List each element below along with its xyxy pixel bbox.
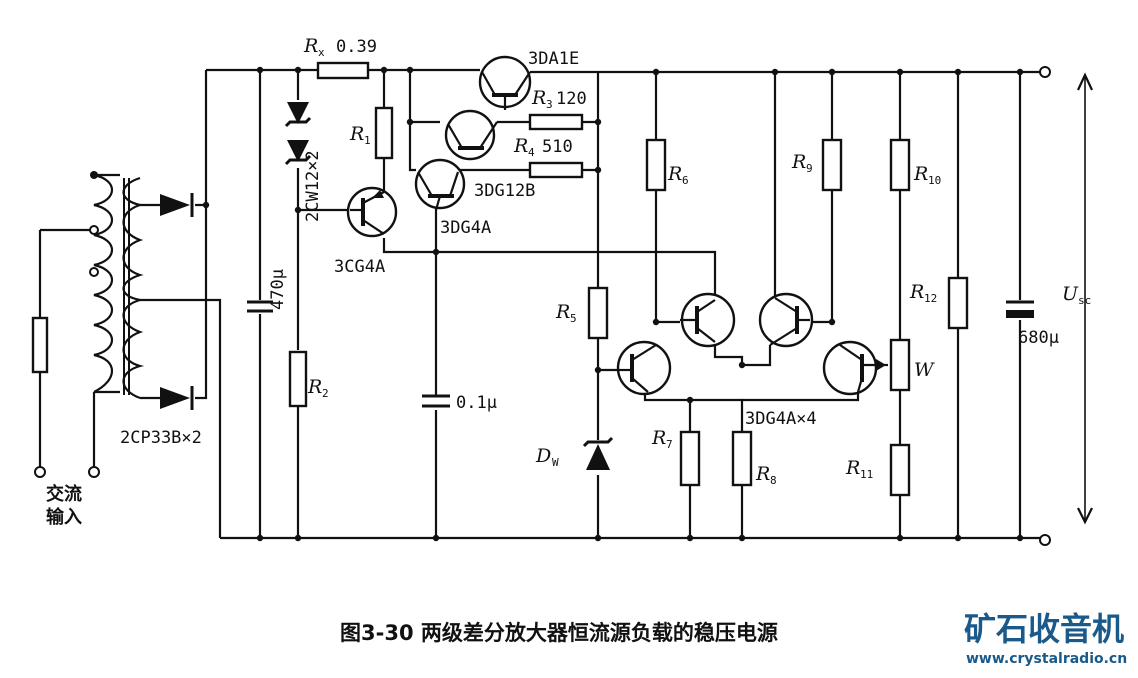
label-c470: 470μ <box>268 269 288 310</box>
zener-dw <box>582 436 614 470</box>
label-3da1e: 3DA1E <box>528 49 579 69</box>
label-usc-sub: sc <box>1078 294 1091 307</box>
resistor-r1 <box>374 106 394 160</box>
label-rx: R <box>303 35 318 57</box>
label-rx-sub: x <box>318 46 325 59</box>
label-r4-value: 510 <box>542 137 573 157</box>
watermark-url: www.crystalradio.cn <box>966 651 1127 667</box>
transistor-diff-1 <box>616 340 672 396</box>
label-r2-sub: 2 <box>322 387 329 400</box>
label-c01: 0.1μ <box>456 393 497 413</box>
label-r7-sub: 7 <box>666 438 673 451</box>
transistor-diff-3 <box>758 292 814 348</box>
label-r11-sub: 11 <box>860 468 873 481</box>
label-r9-sub: 9 <box>806 162 813 175</box>
transistor-3dg4a-left <box>414 158 466 211</box>
resistor-r4 <box>528 161 584 179</box>
label-3dg12b: 3DG12B <box>474 181 535 201</box>
transistor-diff-4 <box>822 340 882 396</box>
labels: R x 0.39 2CW12×2 R 1 3CG4A R 2 470μ 2CP3… <box>46 35 1091 645</box>
label-w: W <box>914 359 935 381</box>
label-r3-sub: 3 <box>546 98 553 111</box>
rectifier-diode-top <box>160 193 194 217</box>
label-r11: R <box>845 457 860 479</box>
resistor-r5 <box>587 286 609 340</box>
figure-caption: 图3-30 两级差分放大器恒流源负载的稳压电源 <box>340 621 778 645</box>
label-r1: R <box>349 123 364 145</box>
label-r1-sub: 1 <box>364 134 371 147</box>
zener-2cw12 <box>284 102 312 166</box>
resistor-rx <box>316 61 370 80</box>
capacitor-0.1u <box>422 394 450 408</box>
resistor-r6 <box>645 138 667 192</box>
resistor-r7 <box>679 430 701 487</box>
label-ac-input-1: 交流 <box>46 483 82 505</box>
transistor-3cg4a <box>346 186 398 238</box>
capacitor-470u <box>247 300 273 314</box>
label-diodes: 2CP33B×2 <box>120 428 202 448</box>
label-dw: D <box>535 445 551 467</box>
rectifier-diode-bottom <box>160 386 194 410</box>
label-r12-sub: 12 <box>924 292 937 305</box>
label-r4-sub: 4 <box>528 146 535 159</box>
resistor-r8 <box>731 430 753 487</box>
label-r7: R <box>651 427 666 449</box>
potentiometer-w <box>889 338 911 392</box>
transformer <box>89 171 145 400</box>
label-3cg4a: 3CG4A <box>334 257 385 277</box>
label-r10: R <box>913 163 928 185</box>
transistor-3da1e <box>478 55 532 109</box>
fuse <box>31 316 49 374</box>
label-r5-sub: 5 <box>570 312 577 325</box>
label-r6: R <box>667 163 682 185</box>
transistor-3dg12b <box>444 109 498 161</box>
label-dw-sub: W <box>552 456 559 469</box>
resistor-r12 <box>947 276 969 330</box>
label-ac-input-2: 输入 <box>46 506 82 528</box>
label-r2: R <box>307 376 322 398</box>
label-r12: R <box>909 281 924 303</box>
label-c680: 680μ <box>1018 328 1059 348</box>
resistor-r9 <box>821 138 843 192</box>
resistor-r2 <box>288 350 308 408</box>
label-r5: R <box>555 301 570 323</box>
watermark: 矿石收音机 www.crystalradio.cn <box>964 610 1127 667</box>
label-quad: 3DG4A×4 <box>745 409 817 429</box>
ac-input-terminals <box>34 466 100 478</box>
resistor-r11 <box>889 443 911 497</box>
label-usc: U <box>1062 283 1079 305</box>
label-r8-sub: 8 <box>770 474 777 487</box>
label-r4: R <box>513 135 528 157</box>
output-terminals <box>1039 66 1051 546</box>
label-r3: R <box>531 87 546 109</box>
label-rx-value: 0.39 <box>336 37 377 57</box>
label-r8: R <box>755 463 770 485</box>
capacitor-680u <box>1006 300 1034 318</box>
watermark-title: 矿石收音机 <box>964 610 1124 648</box>
label-zener: 2CW12×2 <box>303 150 323 222</box>
junction-dots <box>202 66 1024 542</box>
transistor-diff-2 <box>680 292 736 348</box>
label-3dg4a: 3DG4A <box>440 218 491 238</box>
resistor-r3 <box>528 113 584 131</box>
label-r9: R <box>791 151 806 173</box>
label-r6-sub: 6 <box>682 174 689 187</box>
label-r10-sub: 10 <box>928 174 941 187</box>
resistor-r10 <box>889 138 911 192</box>
label-r3-value: 120 <box>556 89 587 109</box>
